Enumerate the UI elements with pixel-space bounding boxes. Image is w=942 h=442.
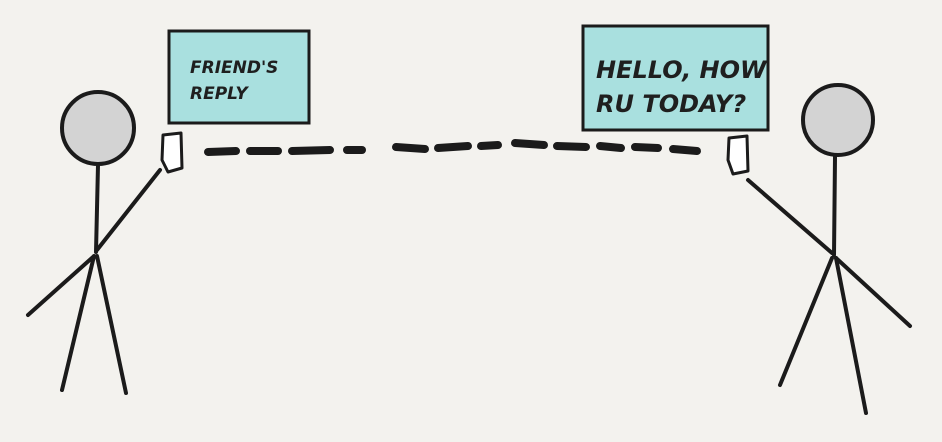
string-segment [392, 143, 429, 153]
string-segment [204, 147, 240, 156]
left-figure-head [60, 90, 136, 166]
right-figure-arm-left [746, 178, 834, 255]
string-segment [434, 142, 472, 152]
right-stick-figure [746, 83, 912, 415]
right-figure-head [801, 83, 875, 157]
left-figure-body [94, 163, 100, 254]
right-figure-leg-left [778, 256, 834, 387]
string-segment [596, 142, 625, 152]
right-sign-line-1: HELLO, HOW [596, 56, 768, 84]
right-figure-body [832, 155, 837, 257]
left-sign-board [167, 29, 311, 125]
right-sign-board [581, 24, 770, 132]
right-sign-line-2: RU TODAY? [596, 90, 746, 118]
left-sign-line-2: REPLY [190, 84, 249, 104]
tin-can-string [204, 139, 701, 156]
right-figure-leg-right [834, 256, 868, 415]
string-segment [669, 145, 701, 155]
left-figure-leg-left [60, 254, 96, 392]
left-speech-sign: FRIEND'S REPLY [167, 29, 311, 125]
right-speech-sign: HELLO, HOW RU TODAY? [581, 24, 770, 132]
right-tin-can-phone [726, 134, 750, 176]
string-segment [631, 143, 662, 152]
string-segment [511, 139, 548, 149]
left-sign-line-1: FRIEND'S [190, 58, 278, 78]
left-figure-arm-left [26, 255, 95, 317]
string-segment [288, 146, 334, 155]
right-figure-arm-right [834, 256, 912, 328]
left-figure-arm-right [95, 168, 162, 252]
string-segment [553, 142, 590, 151]
left-stick-figure [26, 90, 162, 395]
left-tin-can-phone [160, 131, 184, 174]
string-segment [477, 141, 502, 150]
left-figure-leg-right [95, 254, 128, 395]
